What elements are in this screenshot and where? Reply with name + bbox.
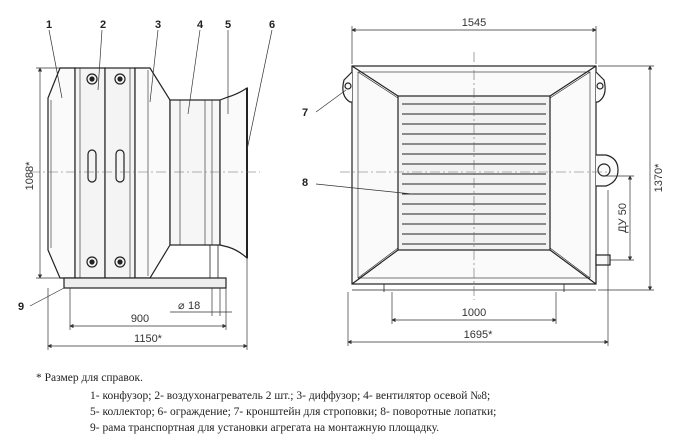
callout-9: 9	[18, 301, 24, 313]
callout-4: 4	[197, 19, 204, 31]
diffuser	[134, 67, 171, 279]
callout-1: 1	[46, 19, 52, 31]
lifting-bracket-right	[595, 71, 606, 103]
confusor	[47, 67, 76, 279]
dim-length-900: 900	[131, 313, 149, 325]
legend-line-1: 1- конфузор; 2- воздухонагреватель 2 шт.…	[90, 390, 491, 402]
dim-width-1545: 1545	[462, 17, 486, 29]
dim-hole-symbol: ⌀	[178, 300, 185, 312]
technical-drawing: 1 2 3 4 5 6 7 8 9 1088* 900 ⌀ 18 1150* 1…	[18, 17, 665, 350]
dim-height-1370: 1370*	[653, 163, 665, 192]
legend-line-3: 9- рама транспортная для установки агрег…	[90, 422, 440, 434]
lifting-bracket-left	[342, 71, 353, 103]
legend: * Размер для справок. 1- конфузор; 2- во…	[0, 352, 673, 442]
callout-3: 3	[155, 19, 161, 31]
dim-width-1000: 1000	[462, 307, 486, 319]
callout-5: 5	[225, 19, 231, 31]
callout-6: 6	[269, 19, 275, 31]
dim-width-1695: 1695*	[464, 329, 493, 341]
callout-8: 8	[302, 177, 308, 189]
dim-height-1088: 1088*	[24, 161, 36, 190]
front-view	[342, 65, 619, 292]
air-heater-1	[74, 67, 106, 279]
dim-pipe-du50: ДУ 50	[617, 203, 629, 233]
air-heater-2	[104, 67, 136, 279]
callout-7: 7	[302, 107, 308, 119]
dim-hole-18: 18	[188, 300, 200, 312]
collector	[219, 86, 248, 260]
side-view	[47, 67, 248, 289]
axial-fan	[169, 99, 221, 246]
transport-frame	[63, 277, 227, 289]
legend-note: * Размер для справок.	[36, 372, 143, 384]
pipe-connection	[596, 154, 619, 187]
dim-length-1150: 1150*	[134, 333, 163, 345]
legend-line-2: 5- коллектор; 6- ограждение; 7- кронштей…	[90, 406, 497, 418]
callout-2: 2	[100, 19, 106, 31]
